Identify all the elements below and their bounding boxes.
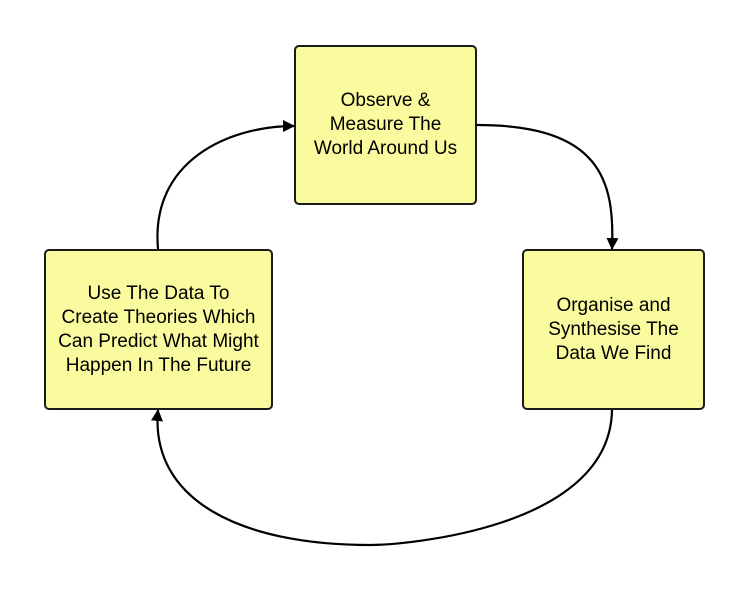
arrow-organise-to-theories xyxy=(151,409,614,547)
node-theories: Use The Data To Create Theories Which Ca… xyxy=(44,249,273,410)
arrow-observe-to-organise xyxy=(476,123,619,250)
arrow-theories-to-observe xyxy=(156,120,295,250)
node-organise: Organise and Synthesise The Data We Find xyxy=(522,249,705,410)
node-observe: Observe & Measure The World Around Us xyxy=(294,45,477,205)
